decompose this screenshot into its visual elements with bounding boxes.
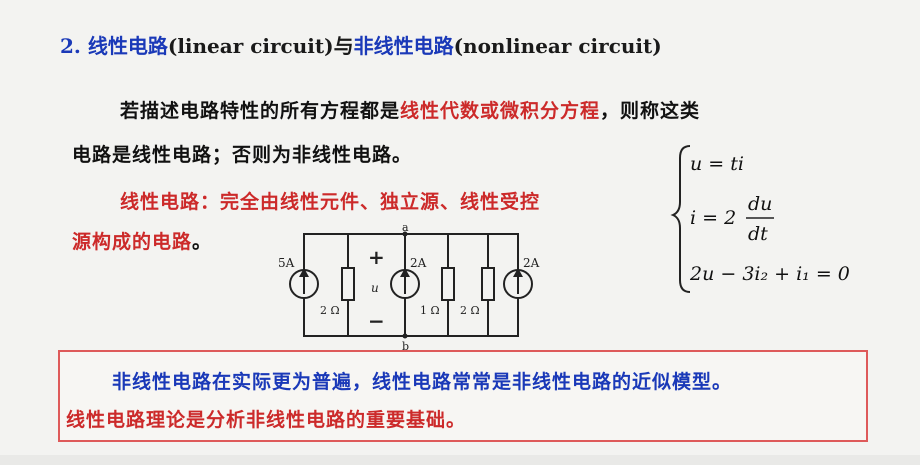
equation-2-numerator: du (748, 193, 772, 215)
equation-3: 2u − 3i₂ + i₁ = 0 (689, 263, 850, 285)
definition-line-1: 若描述电路特性的所有方程都是线性代数或微积分方程，则称这类 (120, 96, 700, 123)
resistor-2 (441, 267, 455, 301)
heading-number: 2. (60, 34, 81, 58)
equation-2-left: i = 2 (690, 207, 736, 229)
current-source-1 (289, 268, 319, 299)
equation-1: u = ti (690, 153, 744, 175)
heading-linear-en: (linear circuit) (167, 34, 334, 58)
source1-label: 5A (278, 256, 295, 270)
linear-def-period: 。 (192, 231, 213, 253)
source3-label: 2A (523, 256, 540, 270)
resistor-3 (481, 267, 495, 301)
r3-label: 2 Ω (460, 304, 480, 317)
current-source-2 (390, 268, 420, 299)
linear-def-red: 源构成的电路 (72, 231, 193, 253)
definition-highlight: 线性代数或微积分方程 (400, 100, 601, 122)
node-a-dot (402, 231, 408, 237)
source2-label: 2A (410, 256, 427, 270)
definition-line-2: 电路是线性电路；否则为非线性电路。 (72, 144, 413, 166)
r2-label: 1 Ω (420, 304, 440, 317)
heading-linear-zh: 线性电路 (87, 34, 168, 58)
equation-system: u = ti i = 2 du dt 2u − 3i₂ + i₁ = 0 (670, 145, 850, 293)
equation-brace (670, 145, 691, 293)
linear-def-line-1: 线性电路：完全由线性元件、独立源、线性受控 (120, 191, 541, 213)
minus-sign: − (368, 309, 385, 333)
bottom-strip (0, 455, 920, 465)
voltage-label: u (371, 281, 379, 295)
heading-nonlinear-zh: 非线性电路 (353, 34, 454, 58)
definition-suffix: ，则称这类 (600, 100, 701, 122)
node-b-label: b (402, 340, 409, 352)
definition-prefix: 若描述电路特性的所有方程都是 (120, 100, 401, 122)
section-heading: 2. 线性电路(linear circuit)与非线性电路(nonlinear … (60, 30, 662, 59)
r1-label: 2 Ω (320, 304, 340, 317)
heading-nonlinear-en: (nonlinear circuit) (453, 34, 662, 58)
node-b-dot (402, 333, 408, 339)
summary-line-2: 线性电路理论是分析非线性电路的重要基础。 (66, 409, 467, 431)
linear-def-line-2: 源构成的电路。 (72, 227, 212, 254)
equation-2-denominator: dt (748, 223, 768, 245)
summary-box (58, 350, 868, 442)
current-source-3 (503, 268, 533, 299)
summary-line-1: 非线性电路在实际更为普遍，线性电路常常是非线性电路的近似模型。 (112, 371, 733, 393)
node-a-label: a (402, 222, 409, 234)
resistor-1 (341, 267, 355, 301)
plus-sign: + (368, 245, 385, 269)
heading-connector: 与 (333, 34, 354, 58)
circuit-diagram: a b 5A 2A 2A 2 Ω 1 Ω 2 Ω u + − (278, 222, 540, 352)
